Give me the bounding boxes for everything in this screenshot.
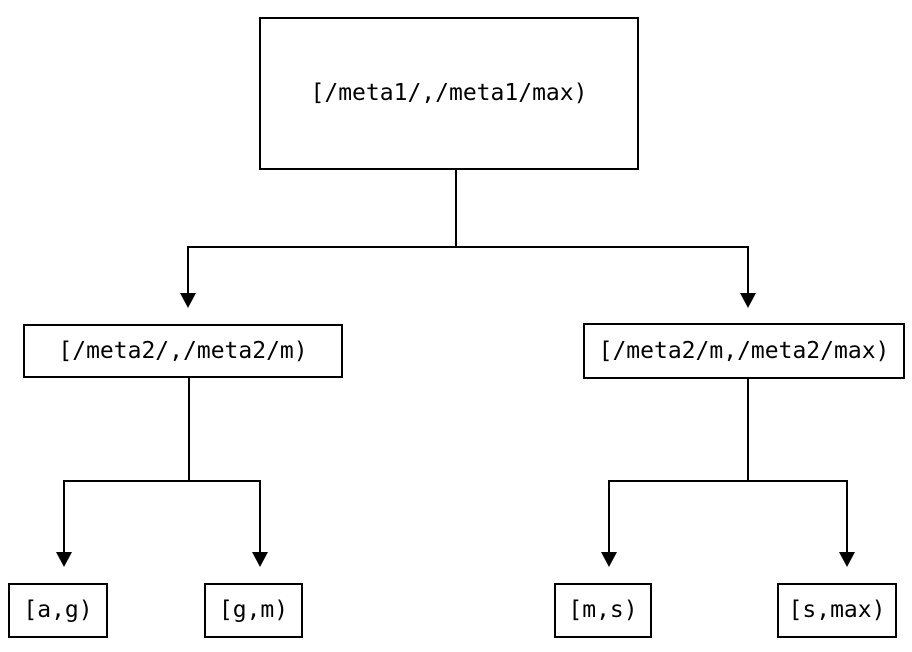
node-leaf-smax: [s,max) bbox=[777, 583, 897, 638]
node-root: [/meta1/,/meta1/max) bbox=[259, 17, 639, 170]
node-right-child: [/meta2/m,/meta2/max) bbox=[583, 323, 905, 379]
arrowhead-down-icon bbox=[839, 552, 855, 567]
arrowhead-down-icon bbox=[180, 293, 196, 308]
node-left-child-label: [/meta2/,/meta2/m) bbox=[58, 337, 308, 364]
arrowhead-down-icon bbox=[601, 552, 617, 567]
node-left-child: [/meta2/,/meta2/m) bbox=[23, 324, 343, 378]
node-root-label: [/meta1/,/meta1/max) bbox=[310, 80, 588, 106]
node-leaf-ag: [a,g) bbox=[8, 583, 108, 638]
node-leaf-ag-label: [a,g) bbox=[23, 597, 93, 623]
node-leaf-gm: [g,m) bbox=[204, 583, 303, 638]
node-leaf-smax-label: [s,max) bbox=[788, 597, 886, 623]
arrowhead-down-icon bbox=[740, 293, 756, 308]
arrowhead-down-icon bbox=[252, 552, 268, 567]
node-leaf-ms: [m,s) bbox=[554, 583, 652, 638]
node-leaf-ms-label: [m,s) bbox=[568, 597, 638, 623]
node-leaf-gm-label: [g,m) bbox=[218, 597, 289, 623]
arrowhead-down-icon bbox=[56, 552, 72, 567]
node-right-child-label: [/meta2/m,/meta2/max) bbox=[598, 337, 890, 364]
